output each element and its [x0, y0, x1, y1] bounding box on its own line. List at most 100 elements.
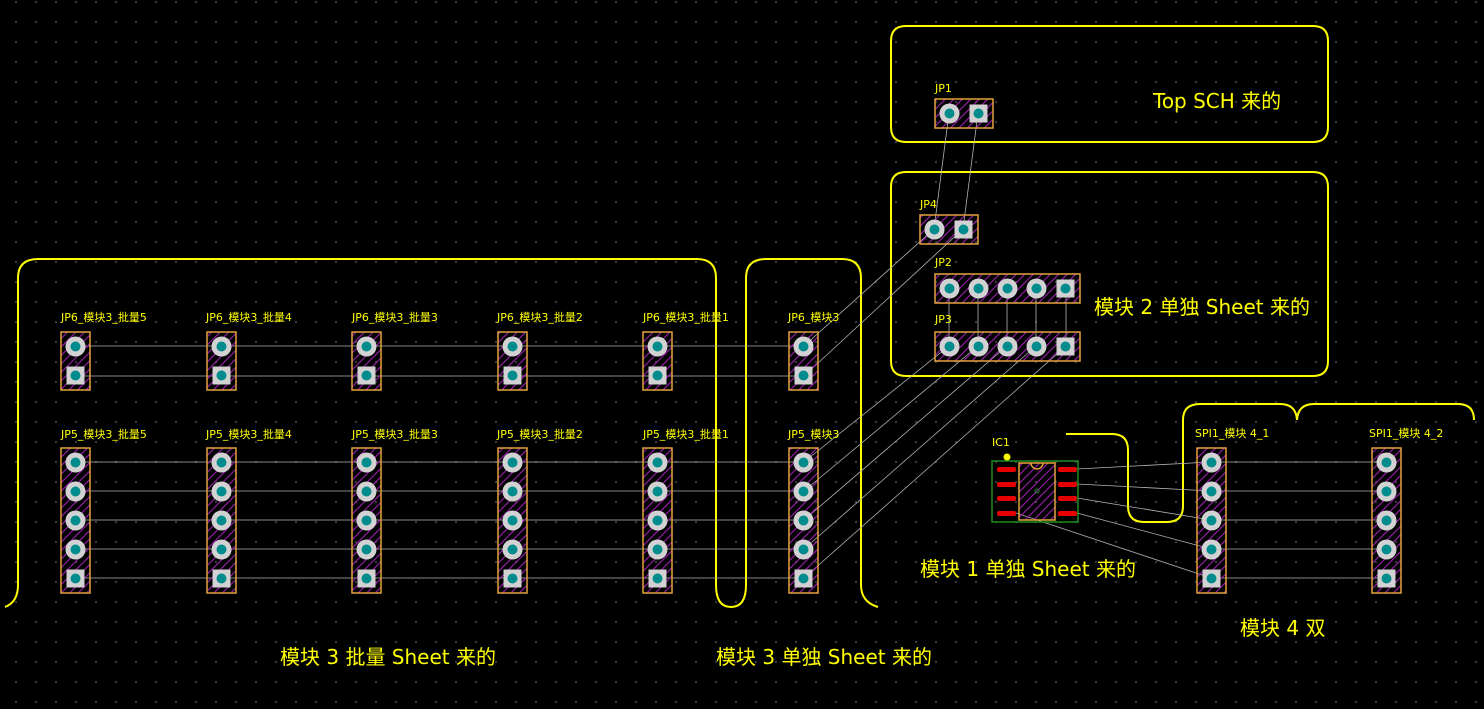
- jp6-batch2[interactable]: [497, 331, 528, 391]
- jp5-batch4-pin-3[interactable]: [211, 510, 232, 531]
- spi1-1-pin-2[interactable]: [1201, 481, 1222, 502]
- jp5-batch4-pin-2[interactable]: [211, 481, 232, 502]
- jp5-batch1-pin-5[interactable]: [648, 569, 667, 588]
- jp6-batch2-designator: JP6_模块3_批量2: [496, 310, 583, 324]
- jp5-batch1-pin-4[interactable]: [647, 539, 668, 560]
- jp3-pin-3[interactable]: [997, 336, 1018, 357]
- module4-brace: [1066, 403, 1475, 523]
- jp5-batch4-pin-1[interactable]: [211, 452, 232, 473]
- jp5-batch3-pin-4[interactable]: [356, 539, 377, 560]
- jp5-batch1-pin-3[interactable]: [647, 510, 668, 531]
- jp4[interactable]: [919, 214, 979, 245]
- jp1-pin-2[interactable]: [969, 104, 988, 123]
- jp3-pin-1[interactable]: [939, 336, 960, 357]
- spi1-1[interactable]: [1196, 447, 1227, 594]
- jp5-batch4[interactable]: [206, 447, 237, 594]
- ratsnest-line: [1076, 461, 1212, 470]
- jp5-single-pin-2[interactable]: [793, 481, 814, 502]
- jp2[interactable]: [934, 273, 1081, 304]
- jp5-batch2-pin-3[interactable]: [502, 510, 523, 531]
- jp5-batch2[interactable]: [497, 447, 528, 594]
- jp6-batch4-pin-1[interactable]: [211, 336, 232, 357]
- jp6-single-pin-2[interactable]: [794, 366, 813, 385]
- ratsnest-line: [1076, 512, 1212, 550]
- jp5-batch4-pin-4[interactable]: [211, 539, 232, 560]
- jp6-batch3-pin-2[interactable]: [357, 366, 376, 385]
- jp5-single-pin-1[interactable]: [793, 452, 814, 473]
- jp6-batch4[interactable]: [206, 331, 237, 391]
- jp5-batch2-pin-2[interactable]: [502, 481, 523, 502]
- jp2-pin-4[interactable]: [1026, 278, 1047, 299]
- jp5-batch4-pin-5[interactable]: [212, 569, 231, 588]
- jp6-batch3-pin-1[interactable]: [356, 336, 377, 357]
- jp5-batch5[interactable]: [60, 447, 91, 594]
- jp5-single[interactable]: [788, 447, 819, 594]
- jp4-pin-1[interactable]: [924, 219, 945, 240]
- jp5-batch3-pin-2[interactable]: [356, 481, 377, 502]
- jp5-batch1-pin-2[interactable]: [647, 481, 668, 502]
- jp2-designator: JP2: [934, 256, 952, 269]
- jp5-single-pin-5[interactable]: [794, 569, 813, 588]
- jp6-batch3[interactable]: [351, 331, 382, 391]
- jp5-single-pin-3[interactable]: [793, 510, 814, 531]
- spi1-2-pin-5[interactable]: [1377, 569, 1396, 588]
- jp4-pin-2[interactable]: [954, 220, 973, 239]
- jp3[interactable]: [934, 331, 1081, 362]
- jp6-batch1-pin-1[interactable]: [647, 336, 668, 357]
- spi1-2-pin-4[interactable]: [1376, 539, 1397, 560]
- jp2-pin-2[interactable]: [968, 278, 989, 299]
- jp3-pin-2[interactable]: [968, 336, 989, 357]
- jp5-batch3-pin-3[interactable]: [356, 510, 377, 531]
- ic1-footprint[interactable]: IC1: [991, 436, 1079, 523]
- jp5-batch3[interactable]: [351, 447, 382, 594]
- jp5-single-pin-4[interactable]: [793, 539, 814, 560]
- jp3-pin-5[interactable]: [1056, 337, 1075, 356]
- jp5-batch2-pin-5[interactable]: [503, 569, 522, 588]
- jp1[interactable]: [934, 98, 994, 129]
- spi1-1-pin-5[interactable]: [1202, 569, 1221, 588]
- jp6-batch5-pin-2[interactable]: [66, 366, 85, 385]
- spi1-2[interactable]: [1371, 447, 1402, 594]
- jp5-batch3-pin-1[interactable]: [356, 452, 377, 473]
- spi1-2-pin-2[interactable]: [1376, 481, 1397, 502]
- jp6-batch1-pin-2[interactable]: [648, 366, 667, 385]
- jp5-batch5-pin-3[interactable]: [65, 510, 86, 531]
- jp1-pin-1[interactable]: [939, 103, 960, 124]
- module1-note: 模块 1 单独 Sheet 来的: [920, 557, 1136, 581]
- jp3-pin-4[interactable]: [1026, 336, 1047, 357]
- jp5-batch2-pin-1[interactable]: [502, 452, 523, 473]
- jp5-batch1[interactable]: [642, 447, 673, 594]
- jp2-pin-1[interactable]: [939, 278, 960, 299]
- jp2-pin-5[interactable]: [1056, 279, 1075, 298]
- ratsnest-line: [1076, 497, 1212, 521]
- jp6-batch2-pin-2[interactable]: [503, 366, 522, 385]
- jp6-batch2-pin-1[interactable]: [502, 336, 523, 357]
- spi1-2-pin-1[interactable]: [1376, 452, 1397, 473]
- jp6-batch5-pin-1[interactable]: [65, 336, 86, 357]
- module3-batch-brace: [4, 258, 732, 608]
- jp5-batch5-pin-5[interactable]: [66, 569, 85, 588]
- components-layer[interactable]: [60, 98, 1402, 594]
- top-sch-room-outline: [890, 25, 1329, 143]
- ic1-center-mark: [1034, 488, 1040, 494]
- spi1-1-pin-1[interactable]: [1201, 452, 1222, 473]
- jp5-batch5-pin-1[interactable]: [65, 452, 86, 473]
- ratsnest-line: [803, 345, 1008, 521]
- jp6-single-pin-1[interactable]: [793, 336, 814, 357]
- jp6-single[interactable]: [788, 331, 819, 391]
- jp5-batch1-pin-1[interactable]: [647, 452, 668, 473]
- jp6-batch4-pin-2[interactable]: [212, 366, 231, 385]
- jp6-batch1[interactable]: [642, 331, 673, 391]
- jp5-batch5-pin-4[interactable]: [65, 539, 86, 560]
- jp6-batch5[interactable]: [60, 331, 91, 391]
- ic1-outline: [991, 460, 1079, 523]
- spi1-1-pin-4[interactable]: [1201, 539, 1222, 560]
- jp5-batch2-pin-4[interactable]: [502, 539, 523, 560]
- jp5-batch3-pin-5[interactable]: [357, 569, 376, 588]
- jp2-pin-3[interactable]: [997, 278, 1018, 299]
- spi1-2-pin-3[interactable]: [1376, 510, 1397, 531]
- jp5-batch5-pin-2[interactable]: [65, 481, 86, 502]
- spi1-1-pin-3[interactable]: [1201, 510, 1222, 531]
